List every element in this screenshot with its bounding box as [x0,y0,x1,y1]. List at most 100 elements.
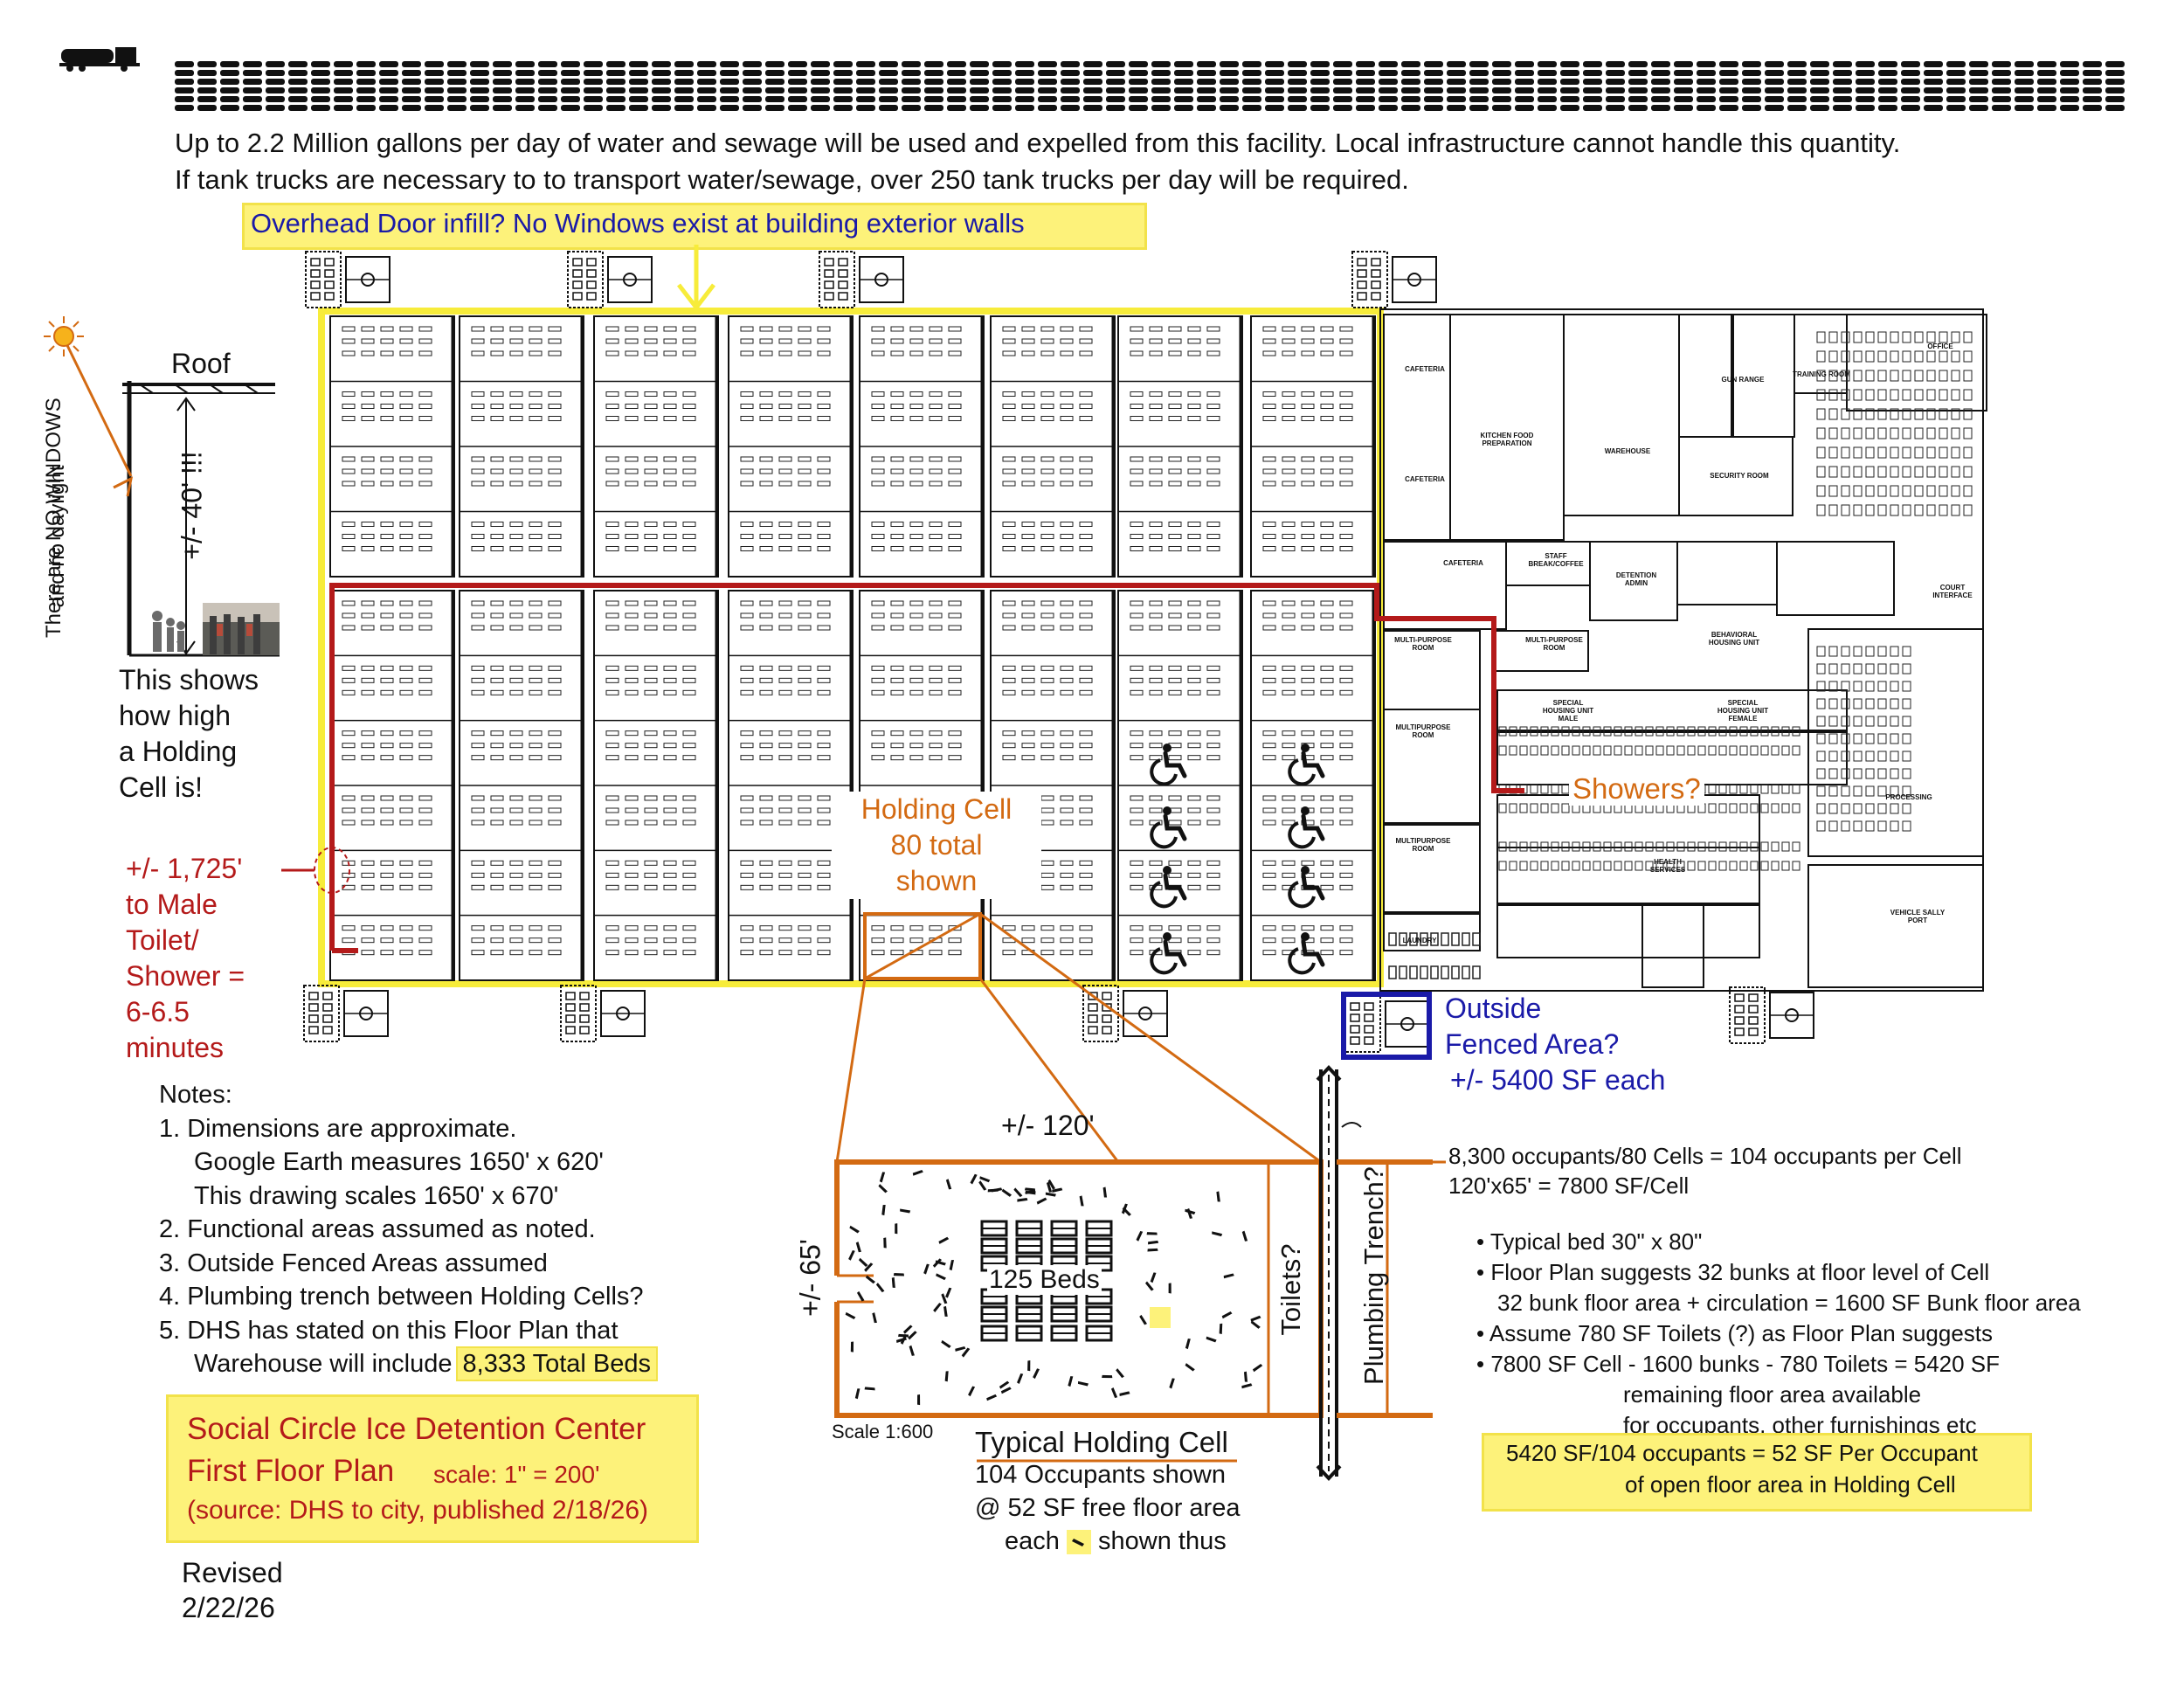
occupant-mark [1047,1179,1056,1190]
occupant-mark [992,1187,1003,1193]
revised-date: 2/22/26 [182,1592,275,1623]
note-4: 4. Plumbing trench between Holding Cells… [159,1283,644,1311]
fenced-area [303,985,389,1042]
note-5: 5. DHS has stated on this Floor Plan tha… [159,1316,619,1345]
bunk [1050,1305,1078,1323]
wheelchair-icon [1288,866,1325,909]
cell-caption-3b: shown thus [1098,1527,1227,1555]
occupant-mark [1145,1281,1154,1291]
occupant-mark [1241,1230,1248,1242]
bunk [1050,1237,1078,1255]
roof-label: Roof [171,348,231,379]
room-label: CAFETERIA [1405,365,1445,373]
bunk [1050,1325,1078,1342]
occupant-mark [850,1341,854,1352]
room-label: VEHICLE SALLY PORT [1890,909,1946,924]
overhead-arrow [677,245,715,312]
room-label: MULTI-PURPOSE ROOM [1394,636,1452,652]
height-dimension-label: +/- 40' !!! [176,451,208,560]
calc-line-2: 120'x65' = 7800 SF/Cell [1448,1173,1690,1199]
overhead-door-note: Overhead Door infill? No Windows exist a… [251,208,1025,239]
header-line-2: If tank trucks are necessary to to trans… [175,164,1409,195]
height-caption-2: how high [119,700,232,731]
occupant-mark [858,1257,868,1267]
room-label: PROCESSING [1885,793,1932,801]
occupant-mark [864,1263,874,1272]
room-label: OFFICE [1927,342,1953,350]
occupant-mark [900,1208,911,1214]
fenced-area [305,251,390,308]
room-label: MULTIPURPOSE ROOM [1395,723,1451,739]
bunk [980,1237,1008,1255]
occupant-mark [845,1311,856,1319]
room-label: TRAINING ROOM [1793,370,1850,378]
title-block-title: Social Circle Ice Detention Center [187,1412,646,1446]
wheelchair-icon [1150,806,1187,849]
occupant-mark [1250,1320,1261,1329]
wheelchair-icon [1288,806,1325,849]
occupant-mark [1185,1363,1195,1372]
holding-cell-block [459,315,584,578]
cell-caption-1: 104 Occupants shown [975,1461,1226,1489]
calc-result-1: 5420 SF/104 occupants = 52 SF Per Occupa… [1506,1440,1978,1466]
bunk [1050,1220,1078,1237]
occupant-mark [986,1394,998,1401]
occupant-mark [849,1225,860,1234]
bunk [980,1325,1008,1342]
occupant-mark [1216,1191,1220,1202]
occupant-mark [1212,1231,1223,1237]
notes-heading: Notes: [159,1081,232,1109]
note-1: 1. Dimensions are approximate. [159,1114,517,1143]
room-label: KITCHEN FOOD PREPARATION [1480,432,1534,447]
occupant-mark [1252,1364,1263,1373]
bunk [1015,1305,1043,1323]
occupant-mark [1168,1283,1171,1294]
occupant-mark [1241,1383,1253,1389]
cell-scale-label: Scale 1:600 [832,1421,934,1442]
occupant-mark [908,1331,917,1340]
occupant-mark [1017,1197,1028,1202]
note-1b: This drawing scales 1650' x 670' [194,1181,559,1210]
calc-bullet-1: • Typical bed 30" x 80" [1476,1228,1703,1255]
occupant-mark [1139,1314,1148,1325]
note-5a: Warehouse will include [194,1350,453,1378]
plumbing-trench-label: Plumbing Trench? [1358,1166,1389,1385]
accessible-cells [1150,744,1325,975]
holding-cell-callout-3: shown [895,865,978,896]
occupant-mark [912,1170,923,1176]
occupant-mark [1036,1197,1047,1205]
occupant-mark [1102,1186,1108,1198]
room-label: COURT INTERFACE [1932,584,1973,599]
occupant-mark [1136,1230,1144,1242]
title-block [166,1394,699,1543]
occupant-mark [944,1371,949,1382]
outside-fenced-3: +/- 5400 SF each [1450,1064,1666,1096]
occupant-mark [1116,1368,1124,1379]
occupant-mark [891,1276,895,1288]
walk-distance-5: 6-6.5 [126,996,190,1027]
walk-distance-3: Toilet/ [126,924,199,956]
calc-bullets: • Typical bed 30" x 80" • Floor Plan sug… [1476,1227,2081,1441]
occupant-mark [1013,1187,1023,1198]
outside-fenced-note: Outside Fenced Area? +/- 5400 SF each [1445,991,1665,1098]
occupant-mark [978,1180,987,1191]
bunk [980,1220,1008,1237]
room-label: STAFF BREAK/COFFEE [1528,552,1584,568]
calc-result-box [1482,1433,2032,1512]
truck-row [52,42,2149,112]
occupant-mark [1122,1207,1131,1216]
occupant-mark [933,1303,942,1313]
holding-cell-callout-2: 80 total [890,829,983,861]
fenced-area [567,251,653,308]
room-label: MULTIPURPOSE ROOM [1395,837,1451,853]
occupant-mark [1169,1378,1175,1389]
occupant-mark [1147,1248,1158,1252]
holding-cell-block [459,590,584,981]
occupant-mark [979,1176,991,1183]
height-diagram [61,336,280,657]
occupant-mark [872,1312,877,1324]
occupant-mark [1206,1336,1217,1343]
bunk [1015,1237,1043,1255]
calc-bullet-2-text: Floor Plan suggests 32 bunks at floor le… [1490,1259,1990,1285]
holding-cell-block [1250,315,1376,578]
